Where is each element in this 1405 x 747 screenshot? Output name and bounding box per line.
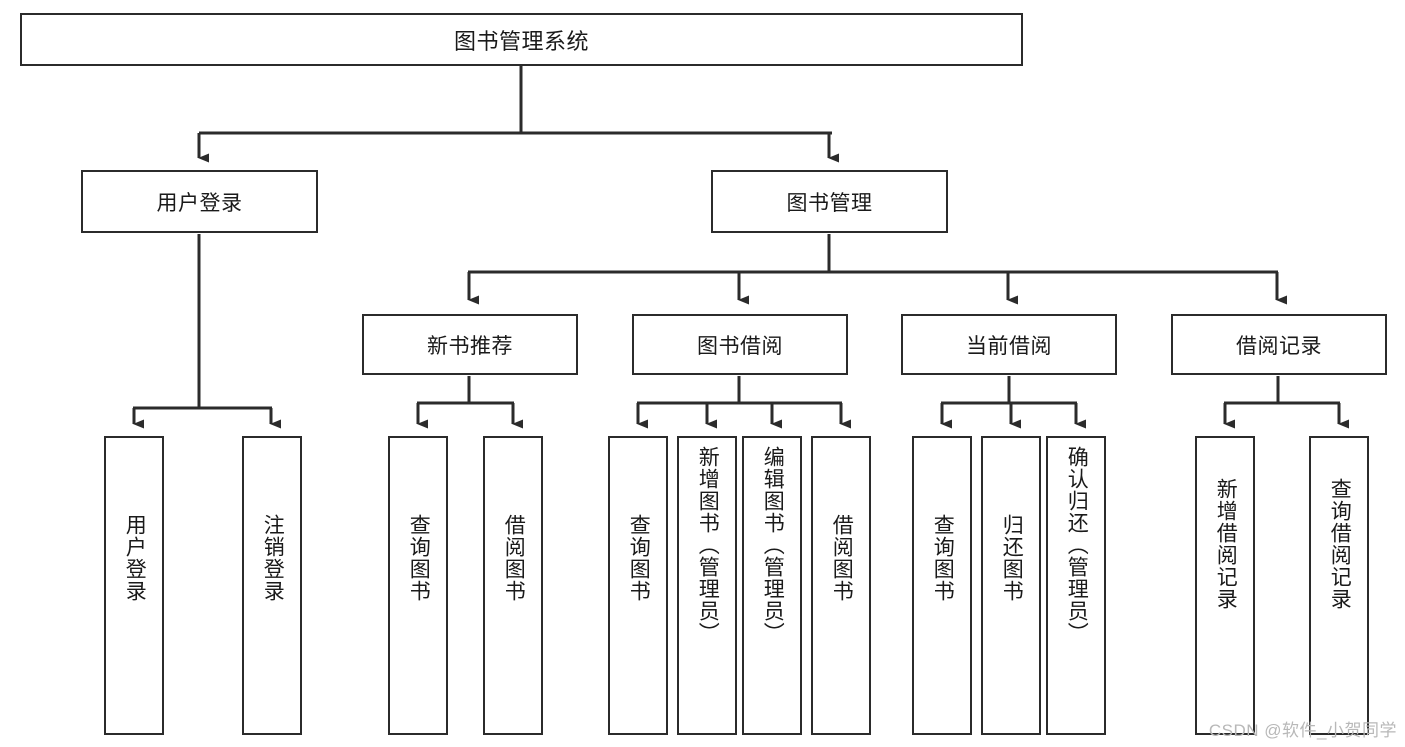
node-root-system[interactable]: 图书管理系统	[20, 13, 1023, 66]
node-label: 新增图书（管理员）	[696, 446, 720, 644]
leaf-user-login-login[interactable]: 用户登录	[104, 436, 164, 735]
node-label: 编辑图书（管理员）	[761, 446, 785, 644]
leaf-record-add-record[interactable]: 新增借阅记录	[1195, 436, 1255, 735]
node-book-management[interactable]: 图书管理	[711, 170, 948, 233]
leaf-record-query-record[interactable]: 查询借阅记录	[1309, 436, 1369, 735]
watermark-text: CSDN @软件_小贺同学	[1208, 721, 1397, 740]
node-label: 图书借阅	[697, 334, 783, 358]
node-borrow-record[interactable]: 借阅记录	[1171, 314, 1387, 375]
node-label: 查询图书	[931, 514, 955, 602]
leaf-borrow-edit-book-admin[interactable]: 编辑图书（管理员）	[742, 436, 802, 735]
node-label: 借阅图书	[830, 514, 854, 602]
leaf-current-return-book[interactable]: 归还图书	[981, 436, 1041, 735]
node-label: 用户登录	[156, 191, 243, 215]
node-label: 当前借阅	[966, 334, 1052, 358]
node-user-login[interactable]: 用户登录	[81, 170, 318, 233]
node-label: 新增借阅记录	[1214, 478, 1238, 610]
node-label: 图书管理系统	[453, 28, 589, 54]
leaf-current-confirm-return-admin[interactable]: 确认归还（管理员）	[1046, 436, 1106, 735]
leaf-recommend-query-book[interactable]: 查询图书	[388, 436, 448, 735]
leaf-borrow-query-book[interactable]: 查询图书	[608, 436, 668, 735]
leaf-current-query-book[interactable]: 查询图书	[912, 436, 972, 735]
node-label: 借阅图书	[502, 514, 526, 602]
node-label: 查询借阅记录	[1328, 478, 1352, 610]
node-label: 图书管理	[786, 191, 873, 215]
node-label: 新书推荐	[427, 334, 513, 358]
leaf-user-login-logout[interactable]: 注销登录	[242, 436, 302, 735]
leaf-borrow-borrow-book[interactable]: 借阅图书	[811, 436, 871, 735]
node-current-borrow[interactable]: 当前借阅	[901, 314, 1117, 375]
leaf-borrow-add-book-admin[interactable]: 新增图书（管理员）	[677, 436, 737, 735]
node-label: 用户登录	[123, 514, 147, 602]
node-label: 借阅记录	[1236, 334, 1322, 358]
node-new-book-recommend[interactable]: 新书推荐	[362, 314, 578, 375]
node-book-borrow[interactable]: 图书借阅	[632, 314, 848, 375]
node-label: 查询图书	[627, 514, 651, 602]
node-label: 确认归还（管理员）	[1065, 446, 1089, 644]
node-label: 归还图书	[1000, 514, 1024, 602]
node-label: 查询图书	[407, 514, 431, 602]
leaf-recommend-borrow-book[interactable]: 借阅图书	[483, 436, 543, 735]
node-label: 注销登录	[261, 514, 285, 602]
